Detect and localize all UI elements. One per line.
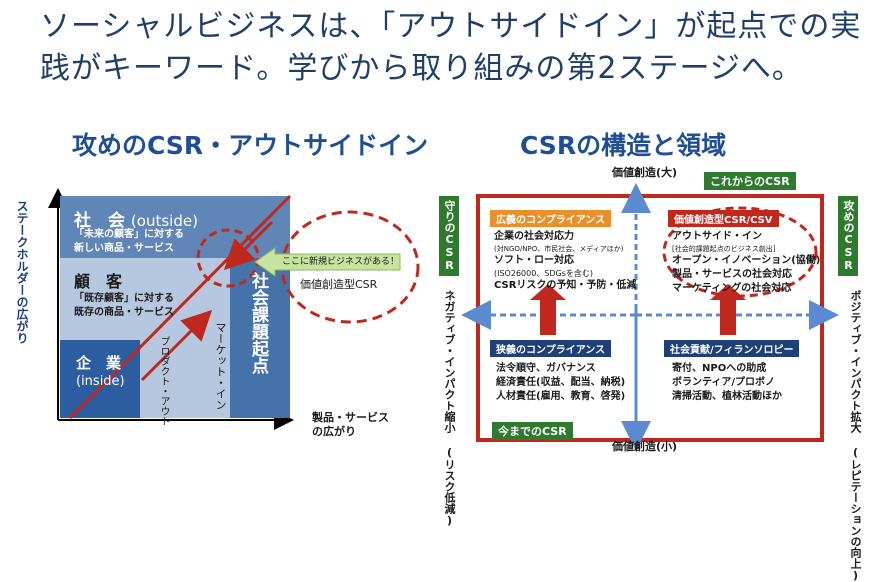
- right-axis-label: ポジティブ・インパクト拡大 (レピテーションの向上): [848, 290, 862, 582]
- value-csr-label: 価値創造型CSR: [300, 278, 378, 291]
- defense-csr-tag: 守りのCSR: [439, 196, 459, 276]
- broad-compliance-item-2: (対NGO/NPO、市民社会、メディアほか): [494, 245, 624, 253]
- page-headline: ソーシャルビジネスは、「アウトサイドイン」が起点での実践がキーワード。学びから取…: [40, 9, 862, 86]
- society-title: 社 会: [74, 211, 125, 231]
- left-diagram-graphics: [48, 188, 420, 430]
- diagonal-line: [68, 194, 292, 420]
- value-creation-ellipse: [662, 206, 818, 298]
- customer-desc-line-1: 「既存顧客」に対する: [74, 293, 174, 304]
- philanthropy-item-2: ボランティア/プロボノ: [672, 377, 776, 388]
- customer-desc: 「既存顧客」に対する 既存の商品・サービス: [74, 292, 174, 320]
- value-creation-item-5: マーケティングの社会対応: [672, 283, 792, 294]
- philanthropy-list: 寄付、NPOへの助成 ボランティア/プロボノ 清掃活動、植林活動ほか: [672, 362, 782, 404]
- company-region: [60, 340, 140, 418]
- customer-desc-line-2: 既存の商品・サービス: [74, 307, 174, 318]
- value-creation-tag: 価値創造型CSR/CSV: [668, 210, 779, 227]
- value-creation-item-4: 製品・サービスの社会対応: [672, 269, 792, 280]
- new-business-label: ここに新規ビジネスがある！: [282, 257, 400, 267]
- philanthropy-item-3: 清掃活動、植林活動ほか: [672, 391, 782, 402]
- broad-compliance-list: 企業の社会対応力 (対NGO/NPO、市民社会、メディアほか) ソフト・ロー対応…: [494, 230, 636, 293]
- right-axis-label-line-1: ポジティブ・インパクト拡大: [849, 290, 862, 433]
- society-desc-line-1: 「未来の顧客」に対する: [74, 229, 184, 240]
- narrow-compliance-list: 法令順守、ガバナンス 経済責任(収益、配当、納税) 人材責任(雇用、教育、啓発): [496, 362, 625, 404]
- value-creation-item-3: オープン・イノベーション(協働): [672, 255, 821, 266]
- company-title: 企 業: [76, 354, 122, 372]
- broad-compliance-item-3: ソフト・ロー対応: [494, 255, 574, 266]
- broad-compliance-item-1: 企業の社会対応力: [494, 231, 574, 242]
- product-out-arrow: [140, 309, 213, 382]
- left-diagram-title: 攻めのCSR・アウトサイドイン: [72, 131, 429, 160]
- right-axis-label-line-2: (レピテーションの向上): [849, 446, 862, 582]
- market-in-label: マーケット・イン: [214, 322, 227, 410]
- narrow-compliance-item-2: 経済責任(収益、配当、納税): [496, 377, 626, 388]
- value-creation-item-2: [社会的課題起点のビジネス創出]: [672, 245, 776, 253]
- left-axis-label-line-2: (リスク低減): [443, 446, 456, 527]
- society-desc: 「未来の顧客」に対する 新しい商品・サービス: [74, 228, 184, 256]
- left-y-axis-label: ステークホルダーの広がり: [15, 200, 29, 344]
- product-out-label: プロダクト・アウト: [158, 336, 169, 426]
- left-x-axis-label-line-2: の広がり: [312, 425, 356, 438]
- narrow-compliance-item-3: 人材責任(雇用、教育、啓発): [496, 391, 626, 402]
- social-issue-label: 社会課題起点: [248, 272, 268, 374]
- value-axis-bottom-label: 価値創造(小): [612, 440, 678, 453]
- broad-compliance-tag: 広義のコンプライアンス: [490, 210, 612, 227]
- society-subtitle: (outside): [130, 212, 198, 230]
- new-business-arrow: [254, 247, 401, 277]
- future-csr-tag: これからのCSR: [704, 172, 796, 190]
- left-x-axis-label-line-1: 製品・サービス: [312, 411, 389, 424]
- current-csr-tag: 今までのCSR: [492, 422, 573, 440]
- value-axis-top-label: 価値創造(大): [612, 166, 678, 179]
- philanthropy-tag: 社会貢献/フィランソロピー: [664, 340, 800, 357]
- broad-compliance-item-5: CSRリスクの予知・予防・低減: [494, 280, 637, 291]
- left-x-axis-label: 製品・サービス の広がり: [312, 411, 389, 439]
- broad-compliance-item-4: (ISO26000、SDGsを含む): [494, 269, 594, 278]
- left-axis-label-line-1: ネガティブ・インパクト縮小: [443, 290, 456, 433]
- market-in-arrow: [223, 220, 274, 271]
- left-axis-label: ネガティブ・インパクト縮小 (リスク低減): [442, 290, 456, 527]
- society-label: 社 会 (outside): [74, 206, 198, 231]
- philanthropy-item-1: 寄付、NPOへの助成: [672, 363, 767, 374]
- up-arrow-left: [530, 284, 566, 335]
- company-subtitle: (inside): [76, 374, 125, 389]
- right-diagram-title: CSRの構造と領域: [520, 131, 727, 160]
- narrow-compliance-item-1: 法令順守、ガバナンス: [496, 363, 596, 374]
- value-creation-list: アウトサイド・イン [社会的課題起点のビジネス創出] オープン・イノベーション(…: [672, 230, 820, 296]
- value-creation-item-1: アウトサイド・イン: [672, 231, 762, 242]
- narrow-compliance-tag: 狭義のコンプライアンス: [490, 340, 612, 357]
- offense-csr-tag: 攻めのCSR: [838, 196, 858, 276]
- right-diagram-graphics: [461, 183, 839, 451]
- society-desc-line-2: 新しい商品・サービス: [74, 243, 174, 254]
- customer-title: 顧 客: [74, 272, 123, 291]
- intersection-circle: [196, 228, 260, 288]
